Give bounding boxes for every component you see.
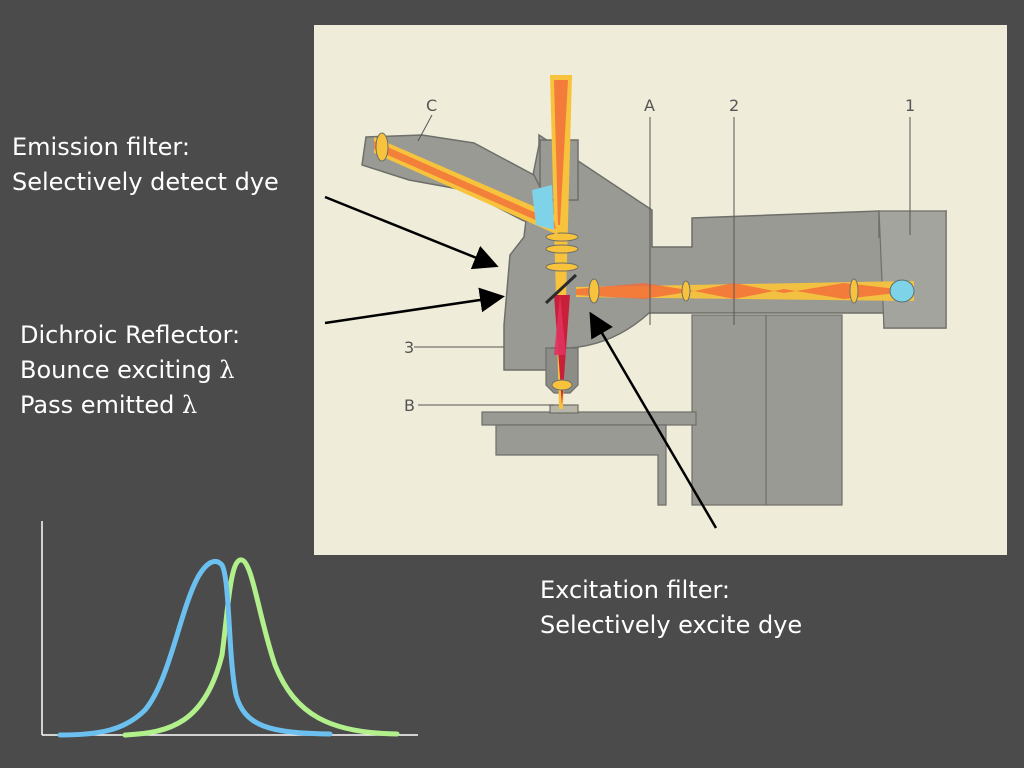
excitation-filter-title: Excitation filter: [540,576,731,604]
callout-b: B [404,396,415,415]
dichroic-reflector-title: Dichroic Reflector: [20,321,241,349]
microscope-body [503,133,947,371]
lambda-symbol: λ [182,391,198,419]
emission-arrow [324,195,499,270]
dichroic-pass-text: Pass emitted [20,391,175,419]
microscope-diagram: C A 2 1 3 B [314,25,1007,555]
callout-lines [414,114,911,406]
microscope-stand [481,314,843,506]
excitation-arrow [589,311,718,529]
dichroic-bounce-line: Bounce exciting λ [20,353,240,388]
spectra-plot [41,521,418,738]
emission-spectrum-curve [122,557,400,738]
lambda-symbol: λ [219,356,235,384]
dichroic-mirror [544,273,578,305]
excitation-filter-label: Excitation filter: Selectively excite dy… [540,573,802,643]
dichroic-pass-line: Pass emitted λ [20,388,240,423]
vertical-beam [545,75,579,409]
callout-c: C [426,96,437,115]
excitation-filter-desc: Selectively excite dye [540,611,803,639]
emission-filter-title: Emission filter: [12,133,190,161]
excitation-spectrum-curve [57,559,333,738]
callout-a: A [644,96,655,115]
dichroic-reflector-label: Dichroic Reflector: Bounce exciting λ Pa… [20,318,240,423]
dichroic-bounce-text: Bounce exciting [20,356,212,384]
emission-filter-desc: Selectively detect dye [12,168,279,196]
callout-3: 3 [404,338,414,357]
emission-beam [374,132,558,235]
callout-letters: C A 2 1 3 B [404,96,915,415]
excitation-beam [576,278,915,304]
dichroic-arrow [324,287,505,325]
emission-filter-label: Emission filter: Selectively detect dye [12,130,279,200]
callout-2: 2 [729,96,739,115]
callout-1: 1 [905,96,915,115]
